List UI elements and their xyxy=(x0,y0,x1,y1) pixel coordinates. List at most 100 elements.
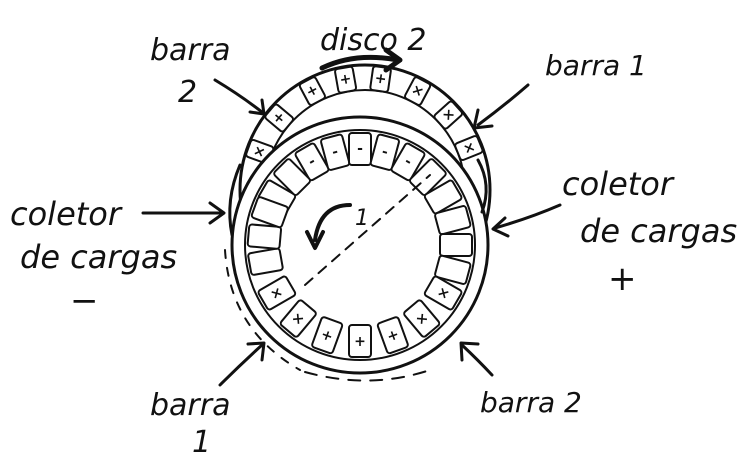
back-disc-hidden-left xyxy=(224,249,301,371)
collector-right-arrowhead xyxy=(491,216,510,238)
back-disc-sector: × xyxy=(454,135,484,161)
bar1-top-label: barra 1 xyxy=(545,49,647,82)
collector-right-sign: + xyxy=(608,259,637,299)
back-disc-sector: + xyxy=(334,65,358,94)
front-disc-top-sector-plate xyxy=(390,142,426,182)
front-disc-top-sector-plate xyxy=(348,132,372,166)
bar2-top-arrowhead xyxy=(248,98,266,116)
back-disc-sector: + xyxy=(264,103,294,133)
bar1-top-arrow xyxy=(476,83,530,127)
bar2-top-label-line1: barra xyxy=(150,33,230,68)
collector-right-line1: coletor xyxy=(562,165,675,203)
front-disc-bottom-sector-plate xyxy=(348,324,372,358)
front-disc-bottom-sector-mark: + xyxy=(385,326,401,345)
front-disc-bottom-sector: + xyxy=(376,316,409,355)
front-disc-plain-sector-plate xyxy=(250,196,289,229)
front-disc-plain-sector xyxy=(439,233,473,257)
collector-right-line2: de cargas xyxy=(580,212,737,250)
front-disc-plain-sector xyxy=(246,223,283,250)
front-disc-top-sector: - xyxy=(320,133,351,171)
bar1-bottom-label-line2: 1 xyxy=(192,425,211,457)
front-disc-top-sector: - xyxy=(348,132,372,166)
front-disc-bottom-sector-plate xyxy=(257,275,297,311)
back-disc-sector-mark: + xyxy=(338,71,352,89)
front-disc-plain-sector-plate xyxy=(247,247,284,276)
front-disc-plain-sector xyxy=(423,179,463,215)
axis-dashed-line xyxy=(304,174,431,286)
disc2-rotation-arc xyxy=(319,54,401,71)
front-disc-top-sector-plate xyxy=(369,133,400,171)
back-disc-sector: × xyxy=(433,100,463,130)
back-disc-sector: + xyxy=(298,76,326,106)
front-disc-plain-sector-plate xyxy=(434,254,472,285)
front-disc-plain-sector xyxy=(273,158,311,196)
bar2-bottom-arrowhead xyxy=(459,341,480,362)
bar2-bottom-label: barra 2 xyxy=(480,386,582,419)
front-disc-top-sector-plate xyxy=(320,133,351,171)
back-disc-sector-plate xyxy=(454,135,484,161)
front-disc-bottom-sector-plate xyxy=(311,316,344,355)
collector-left-comb xyxy=(228,163,242,237)
front-disc-bottom-sector: + xyxy=(311,316,344,355)
back-disc-sector: + xyxy=(369,65,392,93)
back-disc-sector-mark: × xyxy=(459,140,478,157)
bar1-bottom-label-line1: barra xyxy=(150,388,230,423)
front-disc-bottom-sector-plate xyxy=(279,299,317,338)
front-disc-plain-sector-plate xyxy=(423,179,463,215)
collector-left-arrowhead xyxy=(208,201,226,225)
front-disc-sectors: -----××+++×× xyxy=(246,132,473,358)
bar1-bottom-arrowhead xyxy=(246,341,266,362)
disc2-label: disco 2 xyxy=(320,23,426,58)
front-disc-bottom-sector-mark: + xyxy=(354,333,366,349)
back-disc-sector-plate xyxy=(298,76,326,106)
front-disc-bottom-sector: × xyxy=(423,275,463,311)
front-disc-top-sector-plate xyxy=(294,142,330,182)
front-disc-top-sector-mark: - xyxy=(380,144,390,161)
front-disc-plain-sector-plate xyxy=(273,158,311,196)
front-disc-bottom-sector: + xyxy=(348,324,372,358)
front-disc-bottom-sector-plate xyxy=(376,316,409,355)
bar1-top-arrowhead xyxy=(472,108,494,130)
bar2-top-label-line2: 2 xyxy=(178,75,197,110)
collector-left-sign: − xyxy=(70,281,99,321)
front-disc-plain-sector-plate xyxy=(246,223,283,250)
back-disc-sector-plate xyxy=(334,65,358,94)
front-disc-top-sector-mark: - xyxy=(330,144,340,161)
front-disc-inner-ring xyxy=(244,129,476,361)
front-disc-plain-sector xyxy=(250,196,289,229)
collector-right-comb xyxy=(476,158,488,214)
disc1-label: 1 xyxy=(355,206,369,231)
front-disc-bottom-sector: × xyxy=(403,299,441,338)
back-disc-sectors: ×++++××× xyxy=(245,65,484,165)
front-disc-plain-sector xyxy=(434,205,472,236)
back-disc: ×++++××× xyxy=(238,63,492,317)
collector-right-arrow xyxy=(493,203,562,230)
bar2-bottom-arrow xyxy=(460,343,494,377)
front-disc-plain-sector xyxy=(247,247,284,276)
back-disc-sector-mark: + xyxy=(374,70,388,87)
front-disc-bottom-sector: × xyxy=(257,275,297,311)
front-disc-top-sector-mark: - xyxy=(357,141,363,157)
disc2-rotation-arrowhead xyxy=(383,47,403,73)
back-disc-sector-plate xyxy=(433,100,463,130)
front-disc-bottom-sector-plate xyxy=(403,299,441,338)
front-disc-bottom-sector-plate xyxy=(423,275,463,311)
bar1-bottom-arrow xyxy=(218,343,264,387)
front-disc-plain-sector xyxy=(434,254,472,285)
back-disc-sector-plate xyxy=(404,76,432,106)
collector-left-line2: de cargas xyxy=(20,238,177,276)
front-disc-top-sector: - xyxy=(390,142,426,182)
front-disc: -----××+++×× 1 xyxy=(230,115,490,375)
front-disc-bottom-sector-mark: + xyxy=(319,326,335,345)
front-disc-top-sector: - xyxy=(369,133,400,171)
front-disc-bottom-sector: × xyxy=(279,299,317,338)
bar2-top-arrow xyxy=(213,78,264,114)
collector-left-line1: coletor xyxy=(10,195,123,233)
back-disc-sector-mark: × xyxy=(250,143,269,159)
back-disc-sector: × xyxy=(404,76,432,106)
front-disc-plain-sector-plate xyxy=(434,205,472,236)
back-disc-sector-plate xyxy=(264,103,294,133)
front-disc-top-sector: - xyxy=(294,142,330,182)
